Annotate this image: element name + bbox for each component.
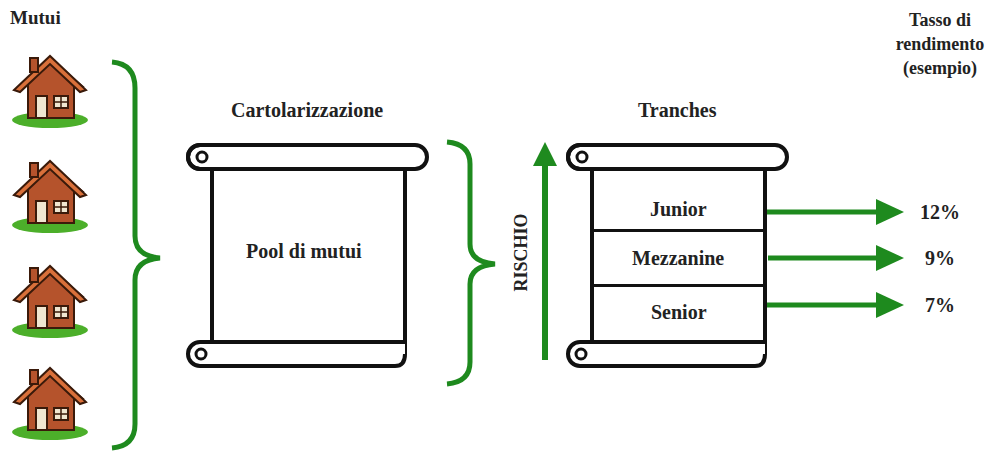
tranche-band: Mezzanine (592, 232, 765, 287)
house-icon (12, 368, 88, 440)
tranche-band: Junior (592, 188, 765, 232)
node-label: Pool di mutui (246, 240, 362, 263)
heading: Cartolarizzazione (231, 99, 383, 122)
house-icon (12, 161, 88, 233)
yield-value: 9% (925, 247, 955, 270)
yield-value: 7% (925, 294, 955, 317)
scroll-box: CartolarizzazionePool di mutui (185, 140, 430, 370)
heading: Tranches (638, 99, 717, 122)
risk-arrow (542, 162, 548, 360)
yield-value: 12% (920, 201, 960, 224)
tranche-label: Senior (651, 301, 707, 324)
column-title: Tasso di rendimento (esempio) (888, 8, 992, 80)
tranche-band: Senior (592, 287, 765, 337)
curly-bracket (112, 62, 160, 448)
tranche-label: Mezzanine (632, 247, 724, 270)
yield-arrows (748, 199, 904, 318)
arrow-head (533, 142, 557, 166)
house-icon (12, 266, 88, 338)
axis-label: RISCHIO (511, 213, 532, 291)
column-title: Mutui (10, 7, 61, 29)
curly-bracket (447, 142, 495, 384)
house-icon (12, 56, 88, 128)
scroll-box: TranchesJuniorMezzanineSenior (565, 140, 790, 370)
tranche-label: Junior (650, 198, 707, 221)
